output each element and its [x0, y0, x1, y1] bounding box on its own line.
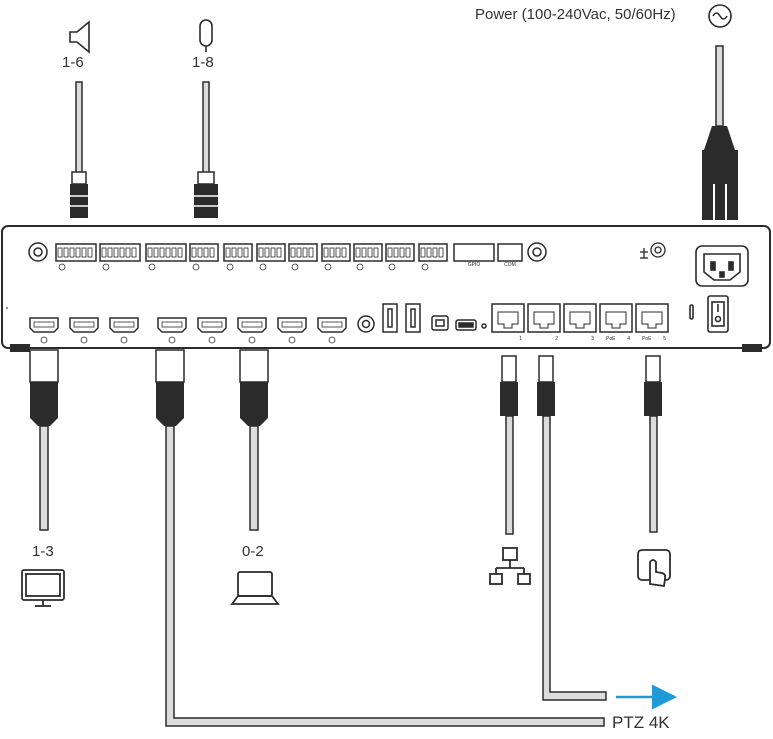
ethernet-port: 1 — [491, 303, 525, 342]
terminal-block — [145, 243, 187, 271]
terminal-mark-icon — [421, 263, 429, 271]
antenna-right — [527, 242, 547, 262]
display-count-label: 1-3 — [32, 543, 54, 560]
ethernet-port: 2 — [527, 303, 561, 342]
terminal-mark-icon — [291, 263, 299, 271]
port-mark-icon — [288, 336, 296, 344]
com-label: COM — [504, 262, 516, 268]
port-mark-icon — [80, 336, 88, 344]
hdmi-cable-laptop — [239, 349, 269, 531]
ethernet-port-number: 1 — [519, 336, 522, 342]
hdmi-port — [317, 317, 347, 333]
terminal-mark-icon — [356, 263, 364, 271]
terminal-block — [189, 243, 219, 271]
micro-usb-port — [455, 319, 487, 331]
port-mark-icon — [168, 336, 176, 344]
port-mark-icon — [120, 336, 128, 344]
poe-label: PoE — [606, 336, 616, 342]
hdmi-port — [157, 317, 187, 333]
power-cable — [702, 45, 738, 220]
terminal-mark-icon — [259, 263, 267, 271]
terminal-block — [418, 243, 448, 271]
port-icon-row — [40, 336, 336, 344]
terminal-mark-icon — [102, 263, 110, 271]
gpio-block: GPIO — [453, 243, 495, 268]
terminal-mark-icon — [192, 263, 200, 271]
terminal-block — [99, 243, 141, 271]
ethernet-port-number: 5 — [663, 336, 666, 342]
monitor-icon — [21, 569, 65, 607]
antenna-left — [28, 242, 48, 262]
network-icon — [489, 547, 531, 585]
terminal-block — [385, 243, 415, 271]
ground-icon — [640, 242, 666, 259]
hdmi-cable-display — [29, 349, 59, 531]
usb-b-port — [431, 315, 449, 331]
speaker-count-label: 1-6 — [62, 54, 84, 71]
hdmi-port-row — [29, 317, 347, 333]
speaker-cable — [70, 81, 88, 218]
port-mark-icon — [248, 336, 256, 344]
power-label: Power (100-240Vac, 50/60Hz) — [475, 6, 676, 23]
hdmi-port — [197, 317, 227, 333]
terminal-mark-icon — [388, 263, 396, 271]
laptop-count-label: 0-2 — [242, 543, 264, 560]
microphone-cable — [194, 81, 218, 218]
usb-a-ports — [382, 303, 421, 333]
ethernet-port-number: 4 — [627, 336, 630, 342]
terminal-block — [55, 243, 97, 271]
ethernet-cable-camera — [537, 355, 607, 701]
camera-label: PTZ 4K — [612, 713, 670, 732]
poe-label: PoE — [642, 336, 652, 342]
hdmi-cable-camera — [155, 349, 605, 727]
ethernet-cable-network — [500, 355, 518, 535]
power-switch[interactable] — [689, 295, 729, 333]
terminal-mark-icon — [324, 263, 332, 271]
ethernet-cable-touch — [644, 355, 662, 533]
hdmi-port — [237, 317, 267, 333]
ethernet-port: 5 PoE — [635, 303, 669, 342]
terminal-mark-icon — [58, 263, 66, 271]
terminal-block — [288, 243, 318, 271]
laptop-icon — [230, 571, 280, 605]
microphone-count-label: 1-8 — [192, 54, 214, 71]
ethernet-port: 4 PoE — [599, 303, 633, 342]
port-mark-icon — [328, 336, 336, 344]
com-block: COM — [497, 243, 523, 268]
terminal-mark-icon — [148, 263, 156, 271]
hdmi-port — [29, 317, 59, 333]
gpio-label: GPIO — [468, 262, 481, 268]
port-mark-icon — [208, 336, 216, 344]
port-mark-icon — [40, 336, 48, 344]
terminal-block — [223, 243, 253, 271]
coax-connector — [357, 315, 375, 333]
terminal-block — [321, 243, 351, 271]
touch-panel-icon — [637, 549, 671, 588]
hdmi-port — [109, 317, 139, 333]
power-icon — [708, 4, 732, 28]
terminal-block — [353, 243, 383, 271]
terminal-block — [256, 243, 286, 271]
hdmi-port — [69, 317, 99, 333]
ethernet-port-number: 2 — [555, 336, 558, 342]
ethernet-port-number: 3 — [591, 336, 594, 342]
terminal-block-row — [55, 243, 448, 271]
terminal-mark-icon — [226, 263, 234, 271]
power-inlet — [695, 245, 749, 287]
hdmi-port — [277, 317, 307, 333]
ethernet-port-row: 1 2 3 4 PoE 5 PoE — [491, 303, 669, 342]
microphone-icon — [199, 19, 213, 52]
ethernet-port: 3 — [563, 303, 597, 342]
speaker-icon — [69, 20, 90, 54]
